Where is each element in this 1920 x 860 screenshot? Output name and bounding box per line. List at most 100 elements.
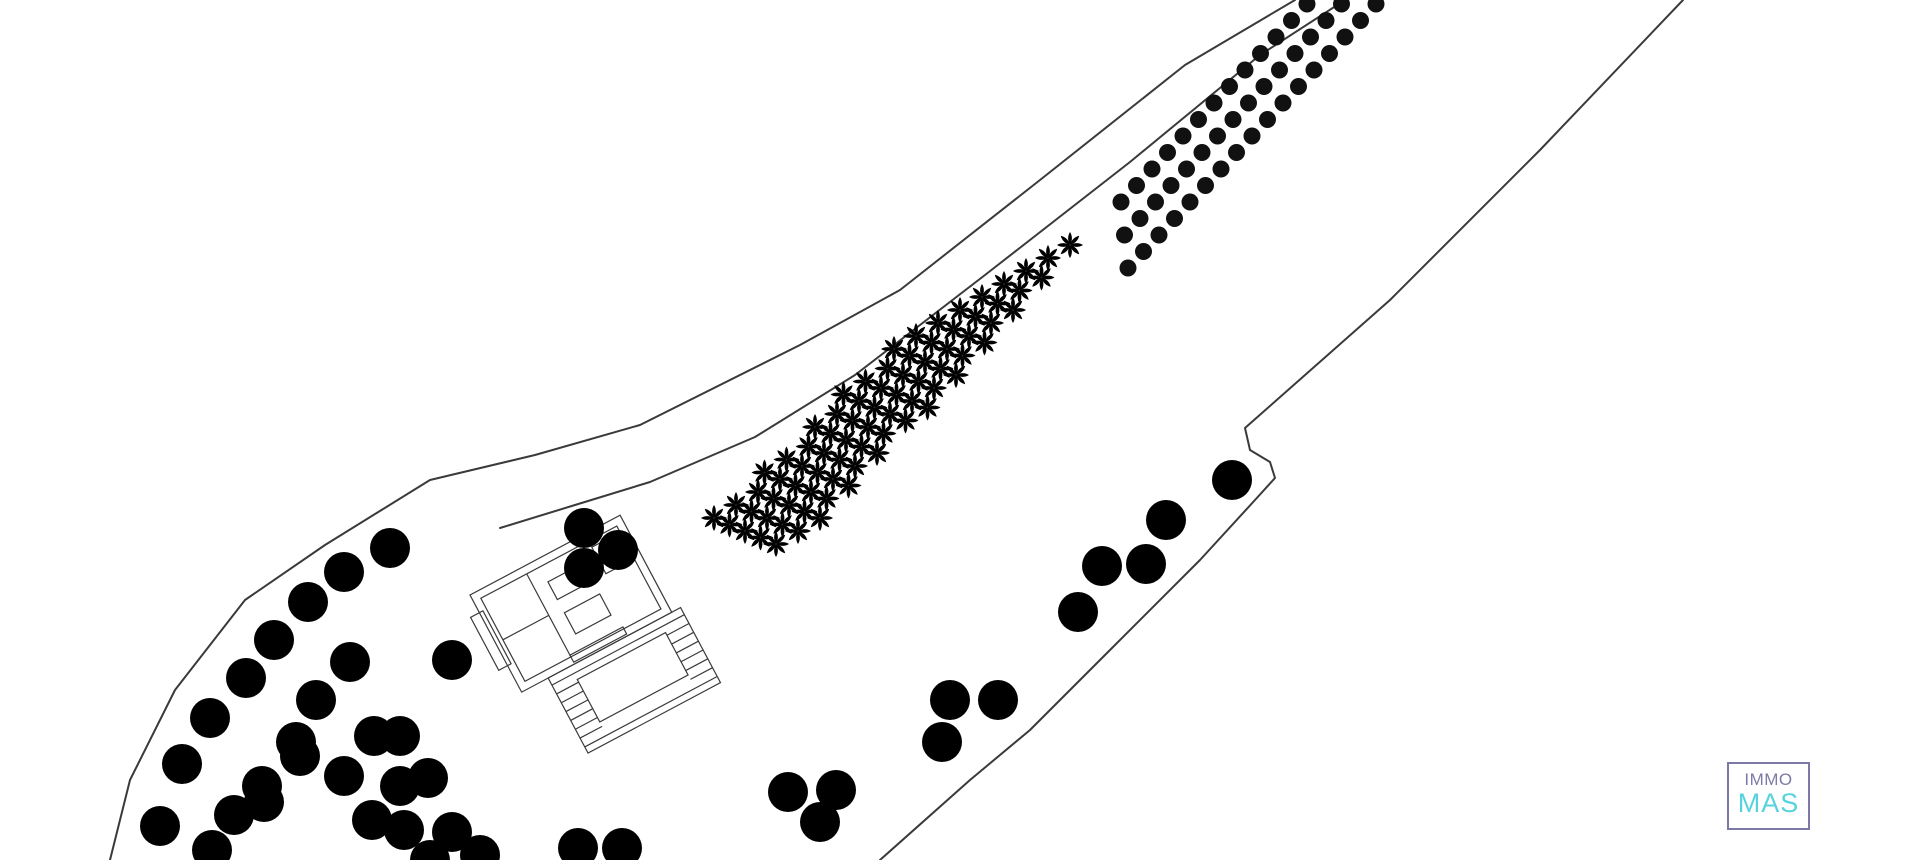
dark-tree-symbol <box>1367 0 1385 13</box>
flowering-shrub-symbol <box>835 472 862 499</box>
flowering-shrub-symbol <box>1006 277 1033 304</box>
tree-symbol <box>564 508 604 548</box>
dark-tree-symbol <box>1302 28 1319 46</box>
dark-tree-symbol <box>1150 226 1168 244</box>
tree-symbol <box>1082 546 1122 586</box>
dark-tree-symbol <box>1197 177 1214 194</box>
dark-tree-symbol <box>1143 160 1161 178</box>
dark-tree-symbol <box>1317 12 1335 29</box>
dark-tree-rows <box>1112 0 1385 277</box>
dark-tree-symbol <box>1162 177 1180 194</box>
tree-symbol <box>564 548 604 588</box>
dark-tree-symbol <box>1336 28 1354 46</box>
tree-symbol <box>432 640 472 680</box>
tree-symbol <box>930 680 970 720</box>
dark-tree-symbol <box>1240 94 1257 112</box>
dark-tree-symbol <box>1212 160 1230 178</box>
tree-symbol <box>140 806 180 846</box>
tree-symbol <box>1146 500 1186 540</box>
tree-symbol <box>296 680 336 720</box>
flowering-shrub-symbol <box>1057 232 1083 258</box>
dark-tree-symbol <box>1135 243 1152 260</box>
dark-tree-symbol <box>1255 78 1273 95</box>
logo-line-2: MAS <box>1737 788 1800 818</box>
tree-symbol <box>380 716 420 756</box>
flowering-shrub-symbol <box>1000 297 1026 323</box>
tree-symbol <box>324 756 364 796</box>
dark-tree-symbol <box>1181 193 1199 211</box>
flowering-shrub-symbol <box>870 420 897 447</box>
dark-tree-symbol <box>1333 0 1350 13</box>
tree-symbol <box>244 782 284 822</box>
dark-tree-symbol <box>1190 111 1207 128</box>
flowering-shrub-symbol <box>864 440 890 466</box>
tree-symbol <box>370 528 410 568</box>
dark-tree-symbol <box>1116 226 1133 244</box>
flowering-shrub-symbol <box>949 342 976 369</box>
dark-tree-symbol <box>1271 61 1288 79</box>
tree-symbol <box>190 698 230 738</box>
plot-boundary <box>109 0 1296 860</box>
tree-symbol <box>978 680 1018 720</box>
dark-tree-symbol <box>1209 127 1226 145</box>
tree-symbol <box>598 530 638 570</box>
dark-tree-symbol <box>1321 45 1338 62</box>
logo-line-1: IMMO <box>1744 770 1793 789</box>
bush-trees <box>140 460 1252 860</box>
tree-symbol <box>288 582 328 622</box>
dark-tree-symbol <box>1252 45 1269 62</box>
dark-tree-symbol <box>1286 45 1304 62</box>
road-edge <box>499 0 1346 529</box>
dark-tree-symbol <box>1224 111 1242 128</box>
dark-tree-symbol <box>1305 61 1323 79</box>
tree-symbol <box>602 828 642 860</box>
tree-symbol <box>1212 460 1252 500</box>
dark-tree-symbol <box>1147 193 1164 211</box>
dark-tree-symbol <box>1352 12 1369 29</box>
flowering-shrub-symbol <box>943 362 969 388</box>
tree-symbol <box>226 658 266 698</box>
dark-tree-symbol <box>1112 193 1130 211</box>
tree-symbol <box>324 552 364 592</box>
flowering-shrub-symbol <box>1035 245 1061 271</box>
dark-tree-symbol <box>1236 61 1254 79</box>
dark-tree-symbol <box>1128 177 1145 194</box>
flowering-shrub-symbol <box>914 394 941 421</box>
dark-tree-symbol <box>1193 144 1211 161</box>
flowering-shrubs <box>701 232 1083 557</box>
dark-tree-symbol <box>1221 78 1238 95</box>
dark-tree-symbol <box>1178 160 1195 178</box>
plot-boundary-east <box>879 0 1684 860</box>
flowering-shrub-symbol <box>971 329 998 356</box>
dark-tree-symbol <box>1259 111 1276 128</box>
dark-tree-symbol <box>1267 28 1285 46</box>
flowering-shrub-symbol <box>763 531 789 557</box>
flowering-shrub-symbol <box>921 375 947 401</box>
dark-tree-symbol <box>1228 144 1245 161</box>
dark-tree-symbol <box>1298 0 1316 13</box>
dark-tree-symbol <box>1274 94 1292 112</box>
flowering-shrub-symbol <box>978 310 1004 336</box>
tree-symbol <box>254 620 294 660</box>
tree-symbol <box>192 830 232 860</box>
dark-tree-symbol <box>1166 210 1183 227</box>
immomas-logo: IMMO MAS <box>1727 762 1810 830</box>
flowering-shrub-symbol <box>785 518 811 544</box>
flowering-shrub-symbol <box>807 505 833 531</box>
tree-symbol <box>1126 544 1166 584</box>
flowering-shrub-symbol <box>842 453 868 479</box>
tree-symbol <box>330 642 370 682</box>
dark-tree-symbol <box>1290 78 1307 95</box>
tree-symbol <box>1058 592 1098 632</box>
tree-symbol <box>768 772 808 812</box>
villa-building <box>469 514 722 754</box>
flowering-shrub-symbol <box>813 485 840 512</box>
dark-tree-symbol <box>1205 94 1223 112</box>
flowering-shrub-symbol <box>892 407 919 434</box>
tree-symbol <box>280 736 320 776</box>
dark-tree-symbol <box>1174 127 1192 145</box>
tree-symbol <box>558 828 598 860</box>
dark-tree-symbol <box>1283 12 1300 29</box>
tree-symbol <box>922 722 962 762</box>
